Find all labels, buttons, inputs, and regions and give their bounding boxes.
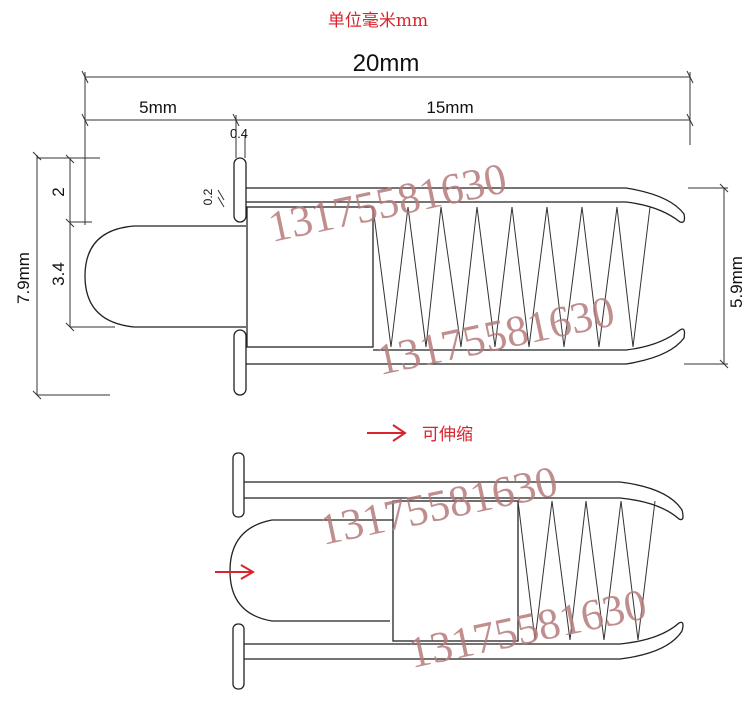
units-title: 单位毫米mm: [328, 11, 428, 31]
wall-thickness-label: 0.2: [201, 188, 215, 205]
arrow-right-icon: [392, 424, 407, 442]
body-height-label: 5.9mm: [727, 256, 746, 308]
watermark: 13175581630: [404, 580, 651, 678]
watermarks: 13175581630 13175581630 13175581630 1317…: [264, 154, 651, 678]
plunger-compressed: [215, 452, 684, 690]
head-diameter-label: 3.4: [49, 262, 68, 286]
body-length-label: 15mm: [426, 98, 473, 117]
top-offset-label: 2: [49, 187, 68, 196]
telescopic-label: 可伸缩: [422, 425, 473, 445]
flange-thickness-label: 0.4: [230, 126, 248, 141]
dimension-lines: [32, 70, 729, 400]
head-length-label: 5mm: [139, 98, 177, 117]
flange-height-label: 7.9mm: [14, 252, 33, 304]
telescopic-annotation: 可伸缩: [367, 424, 473, 445]
total-length-label: 20mm: [353, 50, 420, 77]
push-arrow-icon: [240, 564, 255, 580]
watermark: 13175581630: [315, 457, 562, 555]
watermark: 13175581630: [372, 287, 619, 385]
plunger-extended: [84, 157, 686, 396]
